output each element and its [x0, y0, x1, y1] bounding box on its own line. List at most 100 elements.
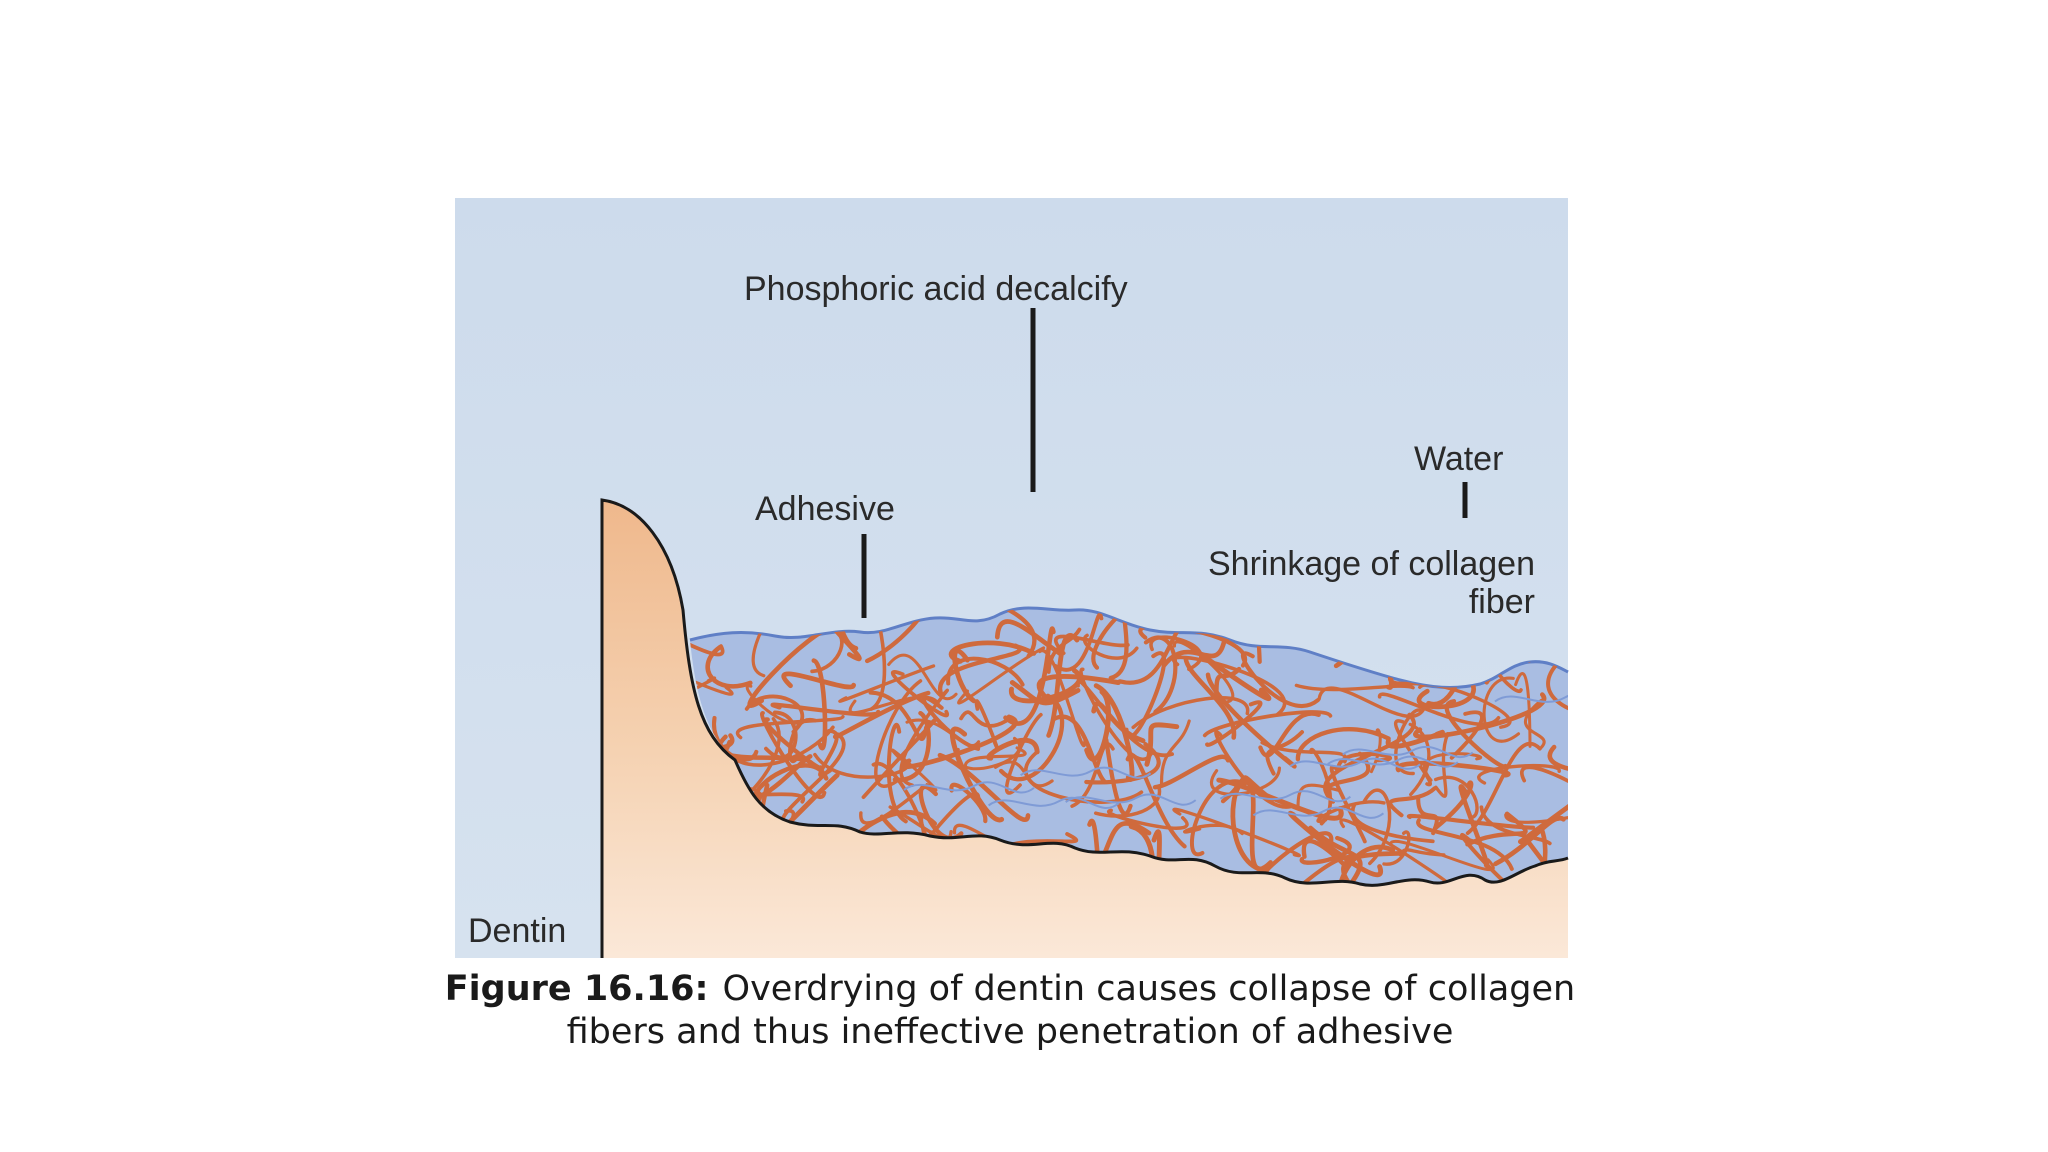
collagen-fiber — [764, 710, 798, 759]
collagen-fiber — [891, 748, 938, 792]
collagen-fiber — [888, 805, 953, 841]
collagen-fiber — [1220, 775, 1275, 804]
collagen-fiber — [1214, 666, 1242, 700]
collagen-fiber — [1479, 805, 1552, 846]
collagen-fiber — [899, 688, 950, 787]
collagen-fiber — [994, 619, 1064, 657]
collagen-fiber — [937, 752, 1031, 822]
water-trace — [1342, 745, 1474, 759]
collagen-fiber — [1093, 785, 1162, 818]
collagen-fiber — [1337, 845, 1396, 886]
collagen-fiber — [781, 671, 856, 690]
collagen-fiber — [1477, 763, 1561, 785]
collagen-fiber — [1052, 714, 1108, 785]
collagen-fiber — [690, 621, 725, 657]
collagen-fiber — [1493, 815, 1566, 867]
caption-text-line1: Overdrying of dentin causes collapse of … — [722, 969, 1576, 1009]
collagen-fiber — [1266, 854, 1356, 886]
collagen-fiber — [959, 710, 1008, 728]
collagen-fiber — [1183, 823, 1244, 836]
collagen-fiber — [1406, 813, 1536, 830]
collagen-fiber — [1449, 710, 1484, 760]
collagen-fiber — [1416, 674, 1476, 710]
collagen-fiber — [1079, 667, 1153, 761]
caption-line-1: Figure 16.16: Overdrying of dentin causes… — [330, 968, 1690, 1011]
collagen-fiber — [848, 695, 940, 715]
collagen-fiber — [1408, 722, 1431, 797]
collagen-fiber — [1396, 760, 1511, 778]
adhesive-label: Adhesive — [755, 490, 895, 528]
collagen-fiber — [1329, 764, 1367, 844]
collagen-fiber — [892, 710, 931, 782]
collagen-fiber — [887, 653, 958, 701]
collagen-fiber — [1128, 824, 1156, 886]
collagen-fiber — [949, 640, 1037, 664]
collagen-fiber — [1053, 613, 1104, 672]
collagen-fiber — [1514, 672, 1532, 748]
collagen-fiber — [1205, 700, 1263, 747]
collagen-fiber — [1046, 627, 1082, 674]
water-trace — [903, 781, 1035, 794]
shrinkage-label-line1: Shrinkage of collagen — [1208, 545, 1535, 583]
collagen-fiber — [998, 693, 1065, 782]
collagen-fiber — [1309, 747, 1333, 826]
collagen-fiber — [1482, 676, 1521, 743]
collagen-fiber — [1294, 683, 1415, 692]
collagen-fiber — [1518, 785, 1568, 844]
collagen-fiber — [759, 711, 827, 799]
dentin-body — [602, 500, 1568, 958]
collagen-fiber — [974, 699, 999, 749]
collagen-fiber — [1202, 710, 1333, 738]
collagen-fiber — [1187, 643, 1272, 701]
collagen-fiber — [811, 658, 828, 751]
water-trace — [988, 796, 1120, 809]
collagen-fiber — [1104, 737, 1133, 816]
collagen-fiber — [1547, 744, 1568, 776]
collagen-fiber — [1388, 786, 1437, 818]
collagen-fiber — [1143, 835, 1207, 886]
collagen-fiber — [1316, 800, 1386, 823]
collagen-fiber — [1234, 778, 1273, 872]
collagen-fiber — [1038, 649, 1087, 747]
caption-text-line2: fibers and thus ineffective penetration … — [566, 1012, 1454, 1052]
collagen-fiber — [1242, 831, 1334, 886]
dentin-outline — [600, 498, 1569, 958]
collagen-fiber — [745, 684, 803, 725]
collagen-fiber — [963, 746, 1027, 768]
collagen-fiber — [838, 664, 936, 703]
collagen-fiber — [1295, 727, 1391, 762]
caption-figure-number: Figure 16.16: — [444, 969, 709, 1009]
collagen-fiber — [1296, 783, 1341, 811]
water-trace — [1020, 766, 1152, 779]
collagen-fiber — [955, 736, 1022, 771]
collagen-fiber — [949, 782, 988, 824]
collagen-fiber — [1036, 673, 1121, 701]
collagen-fiber — [868, 690, 929, 741]
collagen-fiber — [1159, 719, 1191, 786]
collagen-fiber — [1240, 651, 1320, 709]
collagen-fiber — [690, 676, 717, 731]
collagen-fiber — [1324, 751, 1371, 804]
collagen-fiber — [1434, 732, 1450, 798]
collagen-fiber — [1260, 740, 1348, 764]
collagen-fiber — [1362, 788, 1392, 866]
collagen-fiber — [948, 607, 1037, 659]
collagen-fiber — [861, 717, 938, 799]
collagen-fiber — [874, 679, 923, 788]
collagen-fiber — [859, 786, 925, 825]
water-trace — [1065, 793, 1197, 806]
collagen-fiber — [1339, 818, 1450, 885]
water-trace — [1252, 806, 1385, 819]
collagen-fiber — [1053, 634, 1130, 656]
collagen-fiber — [1377, 692, 1501, 726]
collagen-fiber — [891, 670, 950, 718]
collagen-fiber — [1004, 712, 1043, 795]
collagen-fiber — [1106, 808, 1189, 830]
collagen-fiber — [1389, 839, 1495, 872]
collagen-fiber — [1299, 835, 1352, 865]
collagen-fiber — [735, 714, 845, 740]
collagen-fiber — [1520, 765, 1568, 815]
collagen-fiber — [993, 760, 1054, 788]
collagen-fiber — [1546, 659, 1568, 718]
